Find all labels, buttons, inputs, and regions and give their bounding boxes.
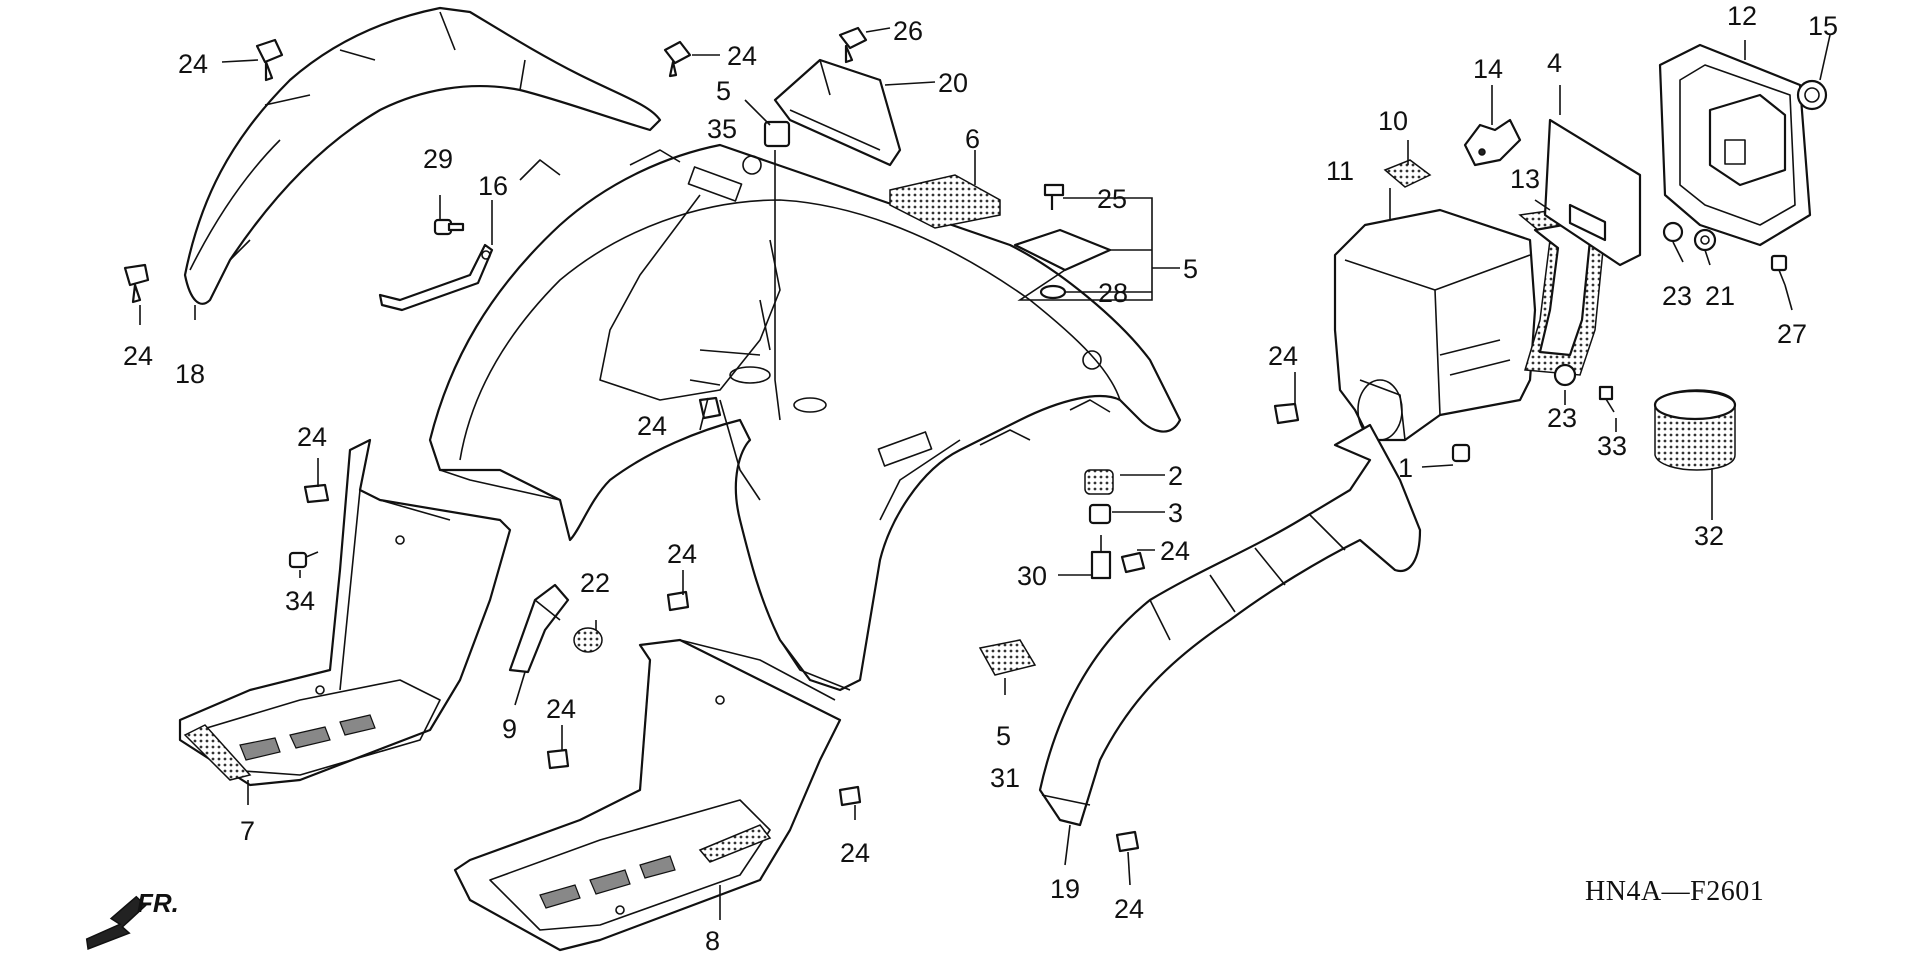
callout-13: 13 (1510, 164, 1540, 194)
callout-24: 24 (637, 411, 667, 441)
part-30-bolt (1090, 535, 1112, 580)
part-18-left-fender (183, 6, 662, 305)
part-23b-nut (1553, 363, 1577, 387)
part-20-cover (773, 58, 902, 167)
part-2-grommet (1084, 469, 1114, 495)
part-10-pad (1383, 159, 1432, 188)
part-7-left-footrest (178, 438, 512, 787)
part-14-latch (1463, 118, 1522, 167)
callout-20: 20 (938, 68, 968, 98)
callout-6: 6 (965, 124, 980, 154)
part-9-bracket (508, 583, 570, 674)
callout-31: 31 (990, 763, 1020, 793)
part-16-bracket (378, 243, 494, 312)
callout-9: 9 (502, 714, 517, 744)
callout-30: 30 (1017, 561, 1047, 591)
part-23a-nut (1662, 221, 1684, 243)
callout-10: 10 (1378, 106, 1408, 136)
part-25-screw (1043, 183, 1065, 210)
part-8-right-footrest (453, 638, 842, 952)
callout-23: 23 (1662, 281, 1692, 311)
callout-24: 24 (1114, 894, 1144, 924)
part-32-collar (1653, 389, 1737, 471)
callout-19: 19 (1050, 874, 1080, 904)
part-6-pad (889, 174, 1001, 229)
callout-7: 7 (240, 816, 255, 846)
callout-24: 24 (546, 694, 576, 724)
part-5-rear-fender (428, 143, 1182, 692)
callout-11: 11 (1326, 156, 1354, 186)
callout-18: 18 (175, 359, 205, 389)
callout-23: 23 (1547, 403, 1577, 433)
callout-14: 14 (1473, 54, 1503, 84)
part-24-clips (123, 38, 1300, 853)
part-19-right-fender (1038, 423, 1422, 827)
callout-5: 5 (716, 76, 731, 106)
callout-22: 22 (580, 568, 610, 598)
part-31-pad (978, 639, 1037, 676)
part-33-screw (1598, 385, 1615, 413)
leader-lines (139, 27, 1831, 920)
callout-27: 27 (1777, 319, 1807, 349)
part-11-box (1333, 208, 1537, 442)
part-3-collar (1088, 503, 1112, 525)
callout-34: 34 (285, 586, 315, 616)
callout-5: 5 (1183, 254, 1198, 284)
callout-29: 29 (423, 144, 453, 174)
callout-5: 5 (996, 721, 1011, 751)
callout-2: 2 (1168, 461, 1183, 491)
front-label: FR. (137, 888, 179, 918)
callout-16: 16 (478, 171, 508, 201)
part-29-bolt (433, 218, 465, 236)
callout-24: 24 (727, 41, 757, 71)
part-34-bolt (288, 551, 319, 569)
callout-15: 15 (1808, 11, 1838, 41)
part-27-bolt (1770, 254, 1788, 286)
part-12-taillight (1658, 43, 1812, 247)
callout-32: 32 (1694, 521, 1724, 551)
front-direction-arrow: FR. (85, 888, 179, 951)
callout-12: 12 (1727, 1, 1757, 31)
callout-8: 8 (705, 926, 720, 956)
callout-24: 24 (178, 49, 208, 79)
callout-24: 24 (840, 838, 870, 868)
diagram-code: HN4A—F2601 (1585, 876, 1764, 907)
callout-33: 33 (1597, 431, 1627, 461)
part-15-grommet (1796, 79, 1828, 111)
callout-24: 24 (1160, 536, 1190, 566)
callout-24: 24 (1268, 341, 1298, 371)
callout-1: 1 (1398, 453, 1413, 483)
callout-24: 24 (123, 341, 153, 371)
callout-24: 24 (667, 539, 697, 569)
callout-28: 28 (1098, 278, 1128, 308)
callout-4: 4 (1547, 48, 1562, 78)
part-4-lid (1543, 118, 1642, 267)
callout-25: 25 (1097, 184, 1127, 214)
callout-3: 3 (1168, 498, 1183, 528)
part-22-grommet (573, 627, 603, 653)
callout-labels: 24 24 26 20 5 35 6 29 16 24 18 25 5 28 1… (123, 1, 1838, 956)
callout-35: 35 (707, 114, 737, 144)
part-1-clip (1451, 443, 1471, 463)
callout-24: 24 (297, 422, 327, 452)
callout-21: 21 (1705, 281, 1735, 311)
part-26-clip (838, 26, 868, 64)
part-35-pad (763, 120, 791, 148)
part-21-nut (1693, 228, 1717, 252)
callout-26: 26 (893, 16, 923, 46)
part-28-washer (1039, 284, 1067, 300)
